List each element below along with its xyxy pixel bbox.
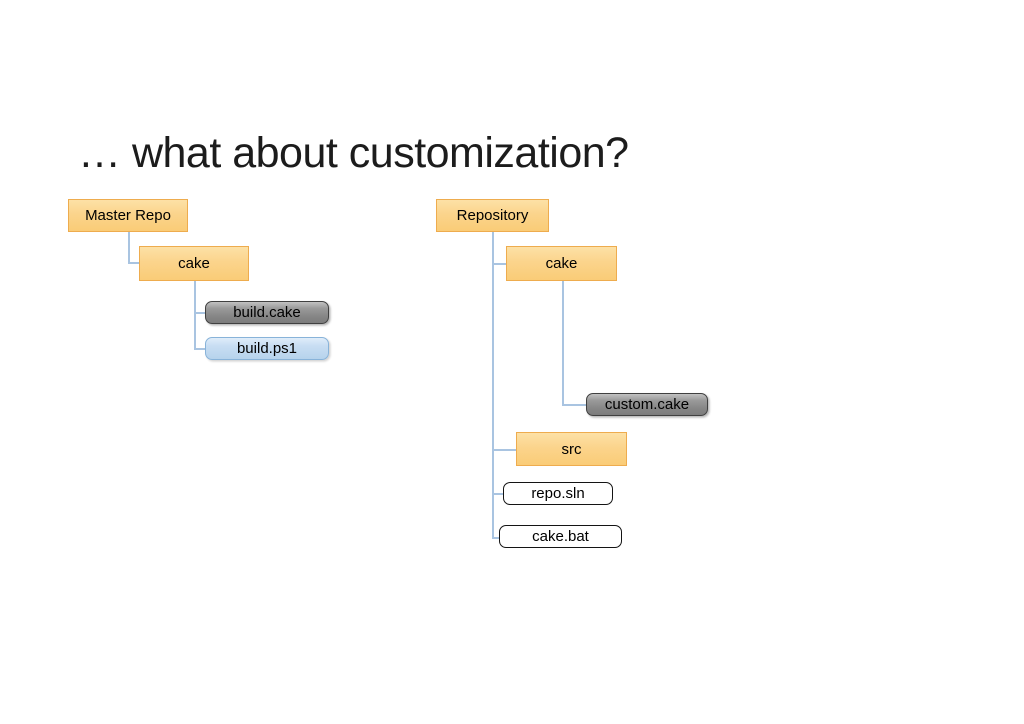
node-build-ps1: build.ps1 <box>205 337 329 360</box>
tree-connector-line <box>128 262 139 264</box>
tree-connector-line <box>194 281 196 348</box>
node-label: Repository <box>456 207 529 224</box>
node-cake-bat: cake.bat <box>499 525 622 548</box>
node-src: src <box>516 432 627 466</box>
tree-connector-line <box>194 312 205 314</box>
slide-title: … what about customization? <box>78 129 629 177</box>
tree-connector-line <box>492 232 494 537</box>
tree-connector-line <box>492 449 516 451</box>
node-repo-sln: repo.sln <box>503 482 613 505</box>
node-label: custom.cake <box>604 396 690 413</box>
node-label: build.ps1 <box>236 340 298 357</box>
node-label: Master Repo <box>85 207 171 224</box>
node-label: cake <box>178 255 210 272</box>
node-label: repo.sln <box>531 485 585 502</box>
node-label: cake <box>545 255 578 272</box>
node-master-repo: Master Repo <box>68 199 188 232</box>
node-repository: Repository <box>436 199 549 232</box>
tree-connector-line <box>492 537 499 539</box>
tree-connector-line <box>492 263 506 265</box>
tree-connector-line <box>562 404 586 406</box>
node-label: cake.bat <box>532 528 589 545</box>
tree-connector-line <box>492 493 503 495</box>
tree-connector-line <box>194 348 205 350</box>
node-label: src <box>561 440 582 458</box>
node-cake-left: cake <box>139 246 249 281</box>
node-cake-right: cake <box>506 246 617 281</box>
tree-connector-line <box>562 281 564 404</box>
node-label: build.cake <box>233 304 301 321</box>
tree-connector-line <box>128 232 130 262</box>
node-build-cake: build.cake <box>205 301 329 324</box>
node-custom-cake: custom.cake <box>586 393 708 416</box>
